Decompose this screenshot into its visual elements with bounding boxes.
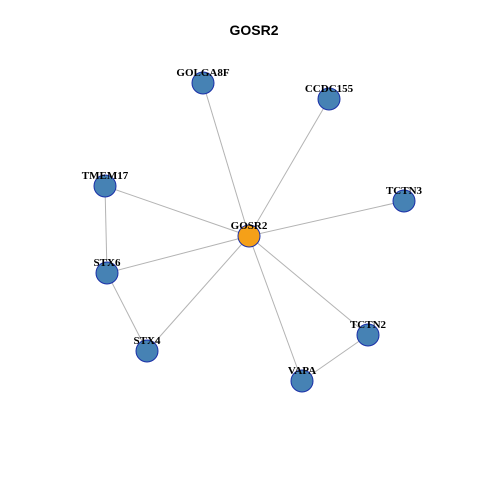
node-label: TCTN3 xyxy=(386,185,423,197)
node-stx6: STX6 xyxy=(94,257,121,285)
edge-gosr2-stx6 xyxy=(106,235,250,274)
edge-gosr2-ccdc155 xyxy=(248,98,330,237)
node-circle xyxy=(290,369,314,393)
node-gosr2: GOSR2 xyxy=(231,220,268,248)
node-golga8f: GOLGA8F xyxy=(176,67,230,95)
node-circle xyxy=(237,224,261,248)
node-label: TCTN2 xyxy=(350,319,387,331)
node-label: CCDC155 xyxy=(305,83,354,95)
edge-gosr2-tctn2 xyxy=(248,235,369,336)
node-vapa: VAPA xyxy=(288,365,316,393)
node-label: GOSR2 xyxy=(231,220,268,232)
edge-tctn2-vapa xyxy=(301,334,369,382)
edge-gosr2-golga8f xyxy=(202,82,250,237)
edge-tmem17-stx6 xyxy=(104,185,108,274)
edge-gosr2-stx4 xyxy=(146,235,250,352)
edge-stx6-stx4 xyxy=(106,272,148,352)
edge-layer xyxy=(104,82,405,382)
node-tmem17: TMEM17 xyxy=(82,170,129,198)
node-stx4: STX4 xyxy=(134,335,161,363)
node-circle xyxy=(191,71,215,95)
node-tctn2: TCTN2 xyxy=(350,319,387,347)
node-label: TMEM17 xyxy=(82,170,129,182)
node-label: GOLGA8F xyxy=(176,67,229,79)
node-circle xyxy=(95,261,119,285)
edge-gosr2-tctn3 xyxy=(248,200,405,237)
node-label: VAPA xyxy=(288,365,316,377)
node-label: STX6 xyxy=(94,257,121,269)
graph-title: GOSR2 xyxy=(229,22,278,38)
node-ccdc155: CCDC155 xyxy=(305,83,354,111)
node-circle xyxy=(392,189,416,213)
node-tctn3: TCTN3 xyxy=(386,185,423,213)
node-circle xyxy=(356,323,380,347)
edge-gosr2-tmem17 xyxy=(104,185,250,237)
node-label: STX4 xyxy=(134,335,161,347)
node-circle xyxy=(135,339,159,363)
node-circle xyxy=(93,174,117,198)
node-circle xyxy=(317,87,341,111)
edge-gosr2-vapa xyxy=(248,235,303,382)
